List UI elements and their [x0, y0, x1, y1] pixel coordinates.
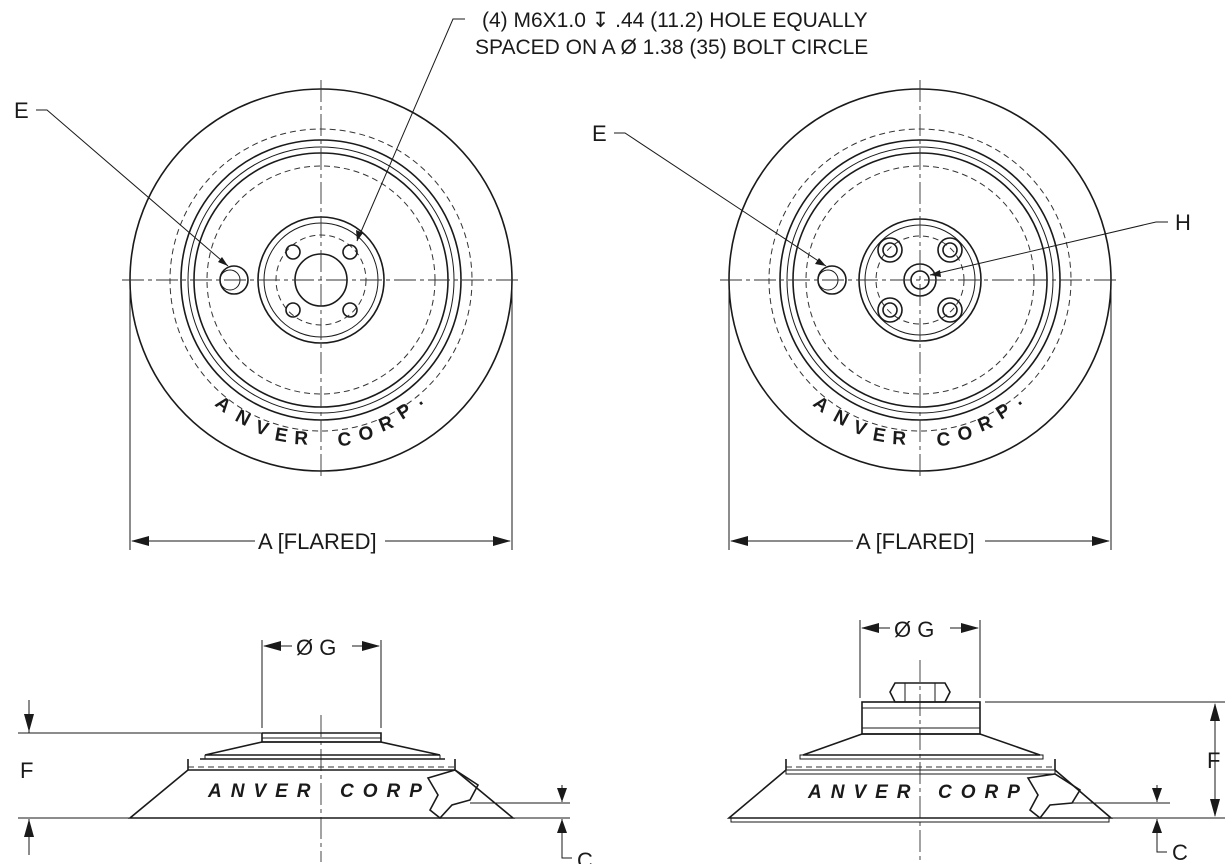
side-brand-right-1: ANVER — [807, 782, 920, 803]
label-f-right: F — [1207, 748, 1220, 773]
svg-text:O: O — [956, 422, 975, 446]
label-c-left: C — [577, 848, 593, 864]
label-g-left: Ø G — [296, 635, 336, 660]
side-view-left: ANVER CORP Ø G F C — [18, 635, 593, 864]
svg-text:.: . — [410, 390, 428, 409]
callout-line-2: SPACED ON A Ø 1.38 (35) BOLT CIRCLE — [475, 36, 868, 59]
svg-text:P: P — [993, 400, 1015, 425]
svg-text:C: C — [337, 429, 352, 451]
svg-text:V: V — [850, 417, 869, 441]
label-f-left: F — [20, 758, 33, 783]
svg-text:N: N — [232, 406, 254, 431]
label-e-right: E — [592, 121, 607, 146]
plan-view-right: A N V E R C O R P . E H A [FLARED] — [592, 80, 1191, 554]
bolt-hole — [285, 302, 301, 318]
label-g-right: Ø G — [894, 617, 934, 642]
brand-arc-left: A N V E R C O R P . — [211, 390, 427, 451]
svg-text:V: V — [252, 417, 271, 441]
svg-text:A: A — [809, 392, 833, 417]
svg-text:.: . — [1009, 390, 1027, 409]
leader-e-right — [614, 132, 827, 267]
label-a-flared-left: A [FLARED] — [258, 529, 377, 554]
svg-text:R: R — [376, 412, 397, 437]
bolt-hole — [285, 244, 301, 260]
svg-text:A: A — [211, 392, 235, 417]
leader-h — [929, 221, 1168, 276]
bolt-hole — [342, 244, 358, 260]
svg-text:E: E — [871, 424, 887, 447]
side-brand-left-2: CORP — [340, 781, 431, 802]
svg-text:O: O — [357, 422, 376, 446]
bolt-heads — [877, 237, 963, 323]
svg-text:C: C — [936, 429, 951, 451]
section-cutout-left — [426, 769, 480, 820]
plan-view-left: A N V E R C O R P . E A [FLARED] — [14, 18, 520, 554]
svg-text:N: N — [830, 406, 852, 431]
callout-line-1: (4) M6X1.0 ↧ .44 (11.2) HOLE EQUALLY — [482, 9, 868, 32]
leader-e-left — [36, 109, 229, 267]
section-cutout-right — [1026, 773, 1082, 820]
label-h: H — [1175, 210, 1191, 235]
svg-text:E: E — [273, 424, 289, 447]
side-brand-right-2: CORP — [938, 782, 1029, 803]
hole-callout-note: (4) M6X1.0 ↧ .44 (11.2) HOLE EQUALLY SPA… — [475, 9, 868, 59]
side-brand-left-1: ANVER — [207, 781, 320, 802]
svg-text:R: R — [975, 412, 996, 437]
svg-text:R: R — [294, 428, 309, 450]
label-a-flared-right: A [FLARED] — [856, 529, 975, 554]
svg-text:R: R — [892, 428, 907, 450]
bolt-hole — [342, 302, 358, 318]
leader-hole-callout — [356, 18, 465, 242]
side-view-right: ANVER CORP Ø G F C — [726, 617, 1225, 864]
bolt-holes — [285, 244, 358, 318]
svg-text:P: P — [394, 400, 416, 425]
label-c-right: C — [1172, 840, 1188, 864]
label-e-left: E — [14, 98, 29, 123]
